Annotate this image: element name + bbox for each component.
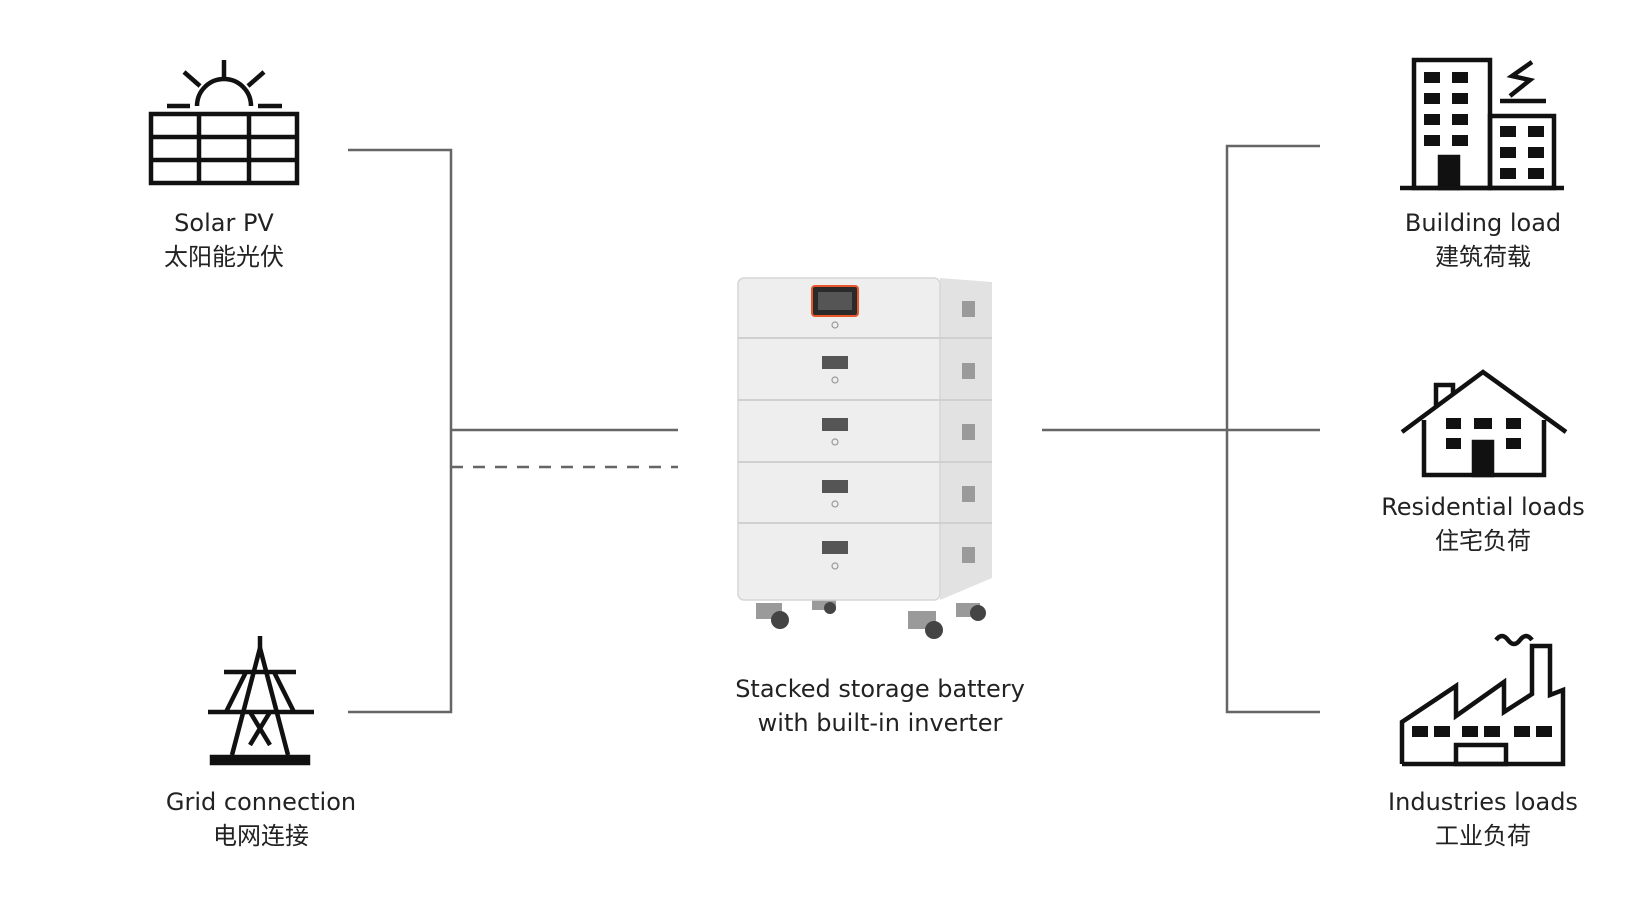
residential-loads-label-en: Residential loads bbox=[1381, 493, 1585, 521]
residential-loads-label-zh: 住宅负荷 bbox=[1435, 527, 1531, 555]
battery-label-line1: Stacked storage battery bbox=[735, 675, 1025, 703]
caster-wheels bbox=[756, 600, 986, 639]
battery-stack-image bbox=[737, 277, 992, 639]
grid-connection-label: Grid connection 电网连接 bbox=[101, 785, 421, 853]
building-icon bbox=[1400, 57, 1564, 191]
solar-pv-label-zh: 太阳能光伏 bbox=[164, 243, 284, 271]
solar-pv-label-en: Solar PV bbox=[174, 209, 274, 237]
connector-lines bbox=[348, 144, 1320, 714]
house-icon bbox=[1400, 369, 1568, 478]
building-load-label: Building load 建筑荷载 bbox=[1323, 206, 1643, 274]
residential-loads-label: Residential loads 住宅负荷 bbox=[1323, 490, 1643, 558]
grid-connection-label-en: Grid connection bbox=[165, 788, 357, 816]
module-displays bbox=[822, 356, 848, 570]
battery-label: Stacked storage battery with built-in in… bbox=[680, 672, 1080, 740]
solar-pv-label: Solar PV 太阳能光伏 bbox=[64, 206, 384, 274]
industries-loads-label: Industries loads 工业负荷 bbox=[1323, 785, 1643, 853]
grid-connection-label-zh: 电网连接 bbox=[213, 822, 309, 850]
industries-loads-label-zh: 工业负荷 bbox=[1435, 822, 1531, 850]
solar-panel-icon bbox=[148, 60, 300, 186]
factory-icon bbox=[1399, 633, 1566, 767]
battery-label-line2: with built-in inverter bbox=[757, 709, 1003, 737]
right-bus-line bbox=[1225, 144, 1320, 714]
building-load-label-zh: 建筑荷载 bbox=[1435, 243, 1531, 271]
industries-loads-label-en: Industries loads bbox=[1388, 788, 1578, 816]
power-tower-icon bbox=[208, 636, 314, 766]
building-load-label-en: Building load bbox=[1404, 209, 1562, 237]
